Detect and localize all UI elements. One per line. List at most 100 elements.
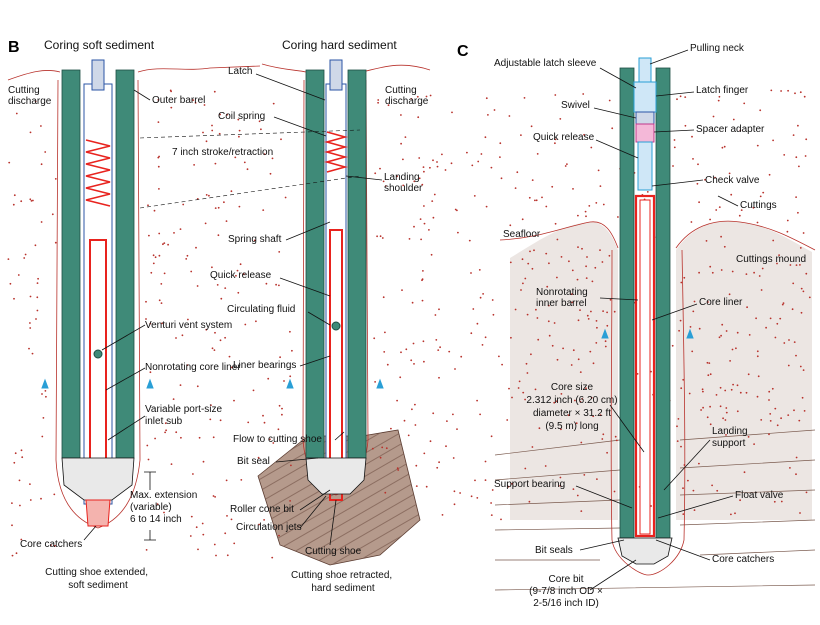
- sediment-dot: [804, 155, 807, 157]
- venturi-valve: [331, 321, 341, 331]
- sediment-dot: [181, 334, 184, 337]
- sediment-dot: [236, 269, 239, 272]
- sediment-dot: [36, 296, 39, 299]
- sediment-dot: [511, 396, 513, 399]
- sediment-dot: [422, 340, 425, 343]
- sediment-dot: [706, 416, 709, 419]
- sediment-dot: [698, 462, 700, 465]
- sediment-dot: [217, 206, 220, 209]
- sediment-dot: [18, 479, 21, 482]
- sediment-dot: [226, 554, 229, 557]
- sediment-dot: [547, 320, 550, 323]
- sediment-dot: [792, 134, 795, 137]
- sediment-dot: [164, 422, 167, 425]
- sediment-dot: [583, 133, 585, 136]
- sediment-dot: [470, 272, 472, 274]
- sediment-dot: [263, 153, 266, 156]
- sediment-dot: [377, 99, 380, 101]
- sediment-dot: [257, 456, 260, 459]
- sediment-dot: [709, 423, 712, 426]
- sediment-dot: [432, 159, 434, 162]
- sediment-dot: [783, 342, 786, 344]
- sediment-dot: [263, 421, 266, 424]
- sediment-dot: [491, 299, 494, 301]
- sediment-dot: [755, 317, 757, 320]
- sediment-dot: [31, 352, 34, 355]
- sediment-dot: [226, 515, 228, 517]
- sediment-dot: [24, 253, 27, 256]
- sediment-dot: [258, 523, 260, 526]
- sediment-dot: [768, 390, 771, 393]
- sediment-dot: [219, 339, 222, 342]
- sediment-dot: [451, 111, 453, 114]
- sediment-dot: [787, 89, 789, 92]
- sediment-dot: [722, 417, 724, 420]
- sediment-dot: [520, 134, 522, 137]
- sediment-dot: [278, 404, 281, 407]
- sediment-dot: [730, 193, 733, 196]
- sediment-dot: [592, 415, 595, 418]
- sediment-dot: [190, 270, 193, 273]
- sediment-dot: [476, 399, 478, 402]
- sediment-dot: [752, 206, 755, 209]
- sediment-dot: [237, 291, 240, 294]
- sediment-dot: [780, 417, 782, 420]
- sediment-dot: [725, 407, 728, 409]
- sediment-dot: [732, 118, 735, 121]
- sediment-dot: [179, 384, 182, 386]
- sediment-dot: [697, 163, 699, 166]
- sediment-dot: [396, 175, 398, 178]
- sediment-dot: [158, 232, 161, 235]
- sediment-dot: [281, 413, 283, 416]
- sediment-dot: [379, 167, 381, 170]
- sediment-dot: [480, 153, 483, 155]
- sediment-dot: [787, 364, 790, 367]
- sediment-dot: [514, 308, 517, 311]
- sediment-dot: [747, 373, 750, 376]
- sediment-dot: [36, 282, 39, 284]
- sediment-dot: [29, 322, 31, 324]
- sediment-dot: [13, 194, 16, 197]
- sediment-dot: [602, 433, 605, 436]
- sediment-dot: [793, 409, 795, 412]
- sediment-dot: [586, 314, 589, 317]
- sediment-dot: [231, 366, 233, 369]
- sediment-dot: [780, 90, 782, 92]
- sediment-dot: [581, 398, 584, 400]
- sediment-dot: [517, 387, 520, 389]
- sediment-dot: [795, 456, 798, 459]
- sediment-dot: [444, 169, 447, 171]
- sediment-dot: [379, 235, 382, 238]
- label-spring-shaft: Spring shaft: [228, 234, 282, 245]
- sediment-dot: [588, 205, 591, 207]
- sediment-dot: [799, 264, 801, 266]
- sediment-dot: [677, 418, 680, 420]
- sediment-dot: [709, 373, 712, 376]
- sediment-dot: [676, 98, 678, 101]
- sediment-dot: [650, 505, 652, 507]
- core-liner: [639, 199, 651, 535]
- sediment-dot: [215, 554, 217, 557]
- sediment-dot: [765, 326, 767, 329]
- label-bit-seals: Bit seals: [535, 545, 573, 556]
- sediment-dot: [570, 293, 573, 296]
- outer-barrel-right-wall: [655, 67, 671, 539]
- sediment-dot: [230, 518, 233, 521]
- sediment-dot: [527, 262, 530, 265]
- sediment-dot: [795, 354, 797, 357]
- sediment-dot: [244, 323, 247, 326]
- sediment-dot: [564, 165, 567, 167]
- sediment-dot: [769, 420, 772, 422]
- sediment-dot: [428, 229, 430, 231]
- sediment-dot: [791, 308, 794, 311]
- core-bit: [617, 537, 673, 565]
- sediment-dot: [528, 196, 531, 199]
- sediment-dot: [556, 358, 559, 361]
- sediment-dot: [407, 434, 410, 437]
- sediment-dot: [284, 196, 287, 199]
- sediment-dot: [280, 138, 282, 141]
- sediment-dot: [479, 296, 482, 299]
- sediment-dot: [748, 334, 751, 336]
- sediment-dot: [400, 351, 402, 354]
